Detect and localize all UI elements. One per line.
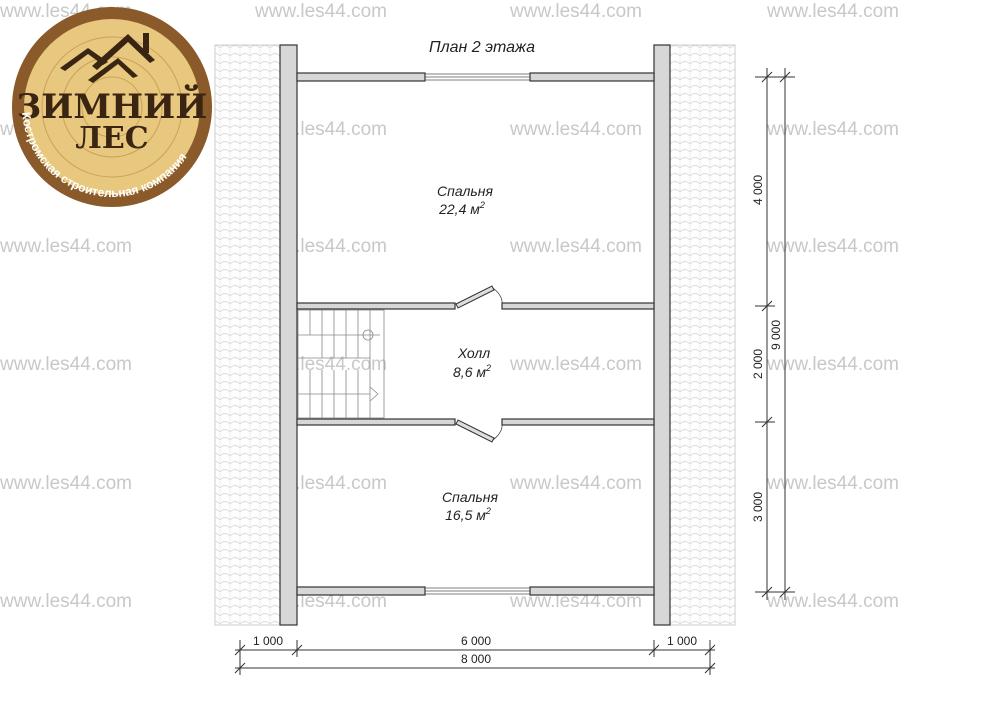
doors	[455, 285, 503, 443]
watermark-text: www.les44.com	[0, 591, 132, 612]
svg-text:1 000: 1 000	[667, 634, 697, 648]
watermark-text: www.les44.com	[766, 1, 899, 22]
watermark-text: www.les44.com	[509, 591, 642, 612]
room-bedroom-1: Спальня 22,4 м2	[437, 183, 493, 217]
watermark-text: www.les44.com	[766, 591, 899, 612]
watermark-text: www.les44.com	[509, 473, 642, 494]
room-hall: Холл 8,6 м2	[453, 345, 491, 380]
watermark-text: www.les44.com	[0, 236, 132, 257]
svg-text:16,5 м2: 16,5 м2	[445, 506, 491, 523]
room-name: Спальня	[442, 489, 498, 505]
watermark-text: www.les44.com	[766, 236, 899, 257]
plan-title: План 2 этажа	[429, 39, 535, 56]
watermark-text: www.les44.com	[509, 1, 642, 22]
watermark-text: www.les44.com	[0, 473, 132, 494]
svg-text:3 000: 3 000	[751, 492, 765, 522]
svg-text:ЗИМНИЙ: ЗИМНИЙ	[17, 84, 208, 127]
svg-text:6 000: 6 000	[461, 634, 491, 648]
dimension-labels: 4 000 2 000 3 000 9 000 1 000 6 000 1 00…	[253, 175, 783, 666]
watermark-text: www.les44.com	[0, 354, 132, 375]
svg-text:9 000: 9 000	[769, 320, 783, 350]
company-logo: ЗИМНИЙ ЛЕС Костромская строительная комп…	[12, 7, 212, 207]
svg-text:22,4 м2: 22,4 м2	[438, 200, 485, 217]
svg-text:8,6 м2: 8,6 м2	[453, 363, 491, 380]
room-name: Спальня	[437, 183, 493, 199]
room-name: Холл	[457, 345, 490, 361]
watermark-text: www.les44.com	[509, 119, 642, 140]
watermark-text: www.les44.com	[766, 354, 899, 375]
right-roof-strip	[669, 44, 736, 626]
watermark-text: www.les44.com	[509, 236, 642, 257]
room-bedroom-2: Спальня 16,5 м2	[442, 489, 498, 523]
left-roof-strip	[214, 44, 281, 626]
room-area: 16,5 м	[445, 507, 486, 523]
watermark-text: www.les44.com	[766, 119, 899, 140]
dimension-lines	[234, 68, 795, 675]
watermark-text: www.les44.com	[766, 473, 899, 494]
svg-text:2 000: 2 000	[751, 349, 765, 379]
windows	[425, 73, 530, 595]
svg-text:ЛЕС: ЛЕС	[75, 121, 148, 156]
svg-text:4 000: 4 000	[751, 175, 765, 205]
svg-text:8 000: 8 000	[461, 652, 491, 666]
walls	[279, 44, 671, 626]
staircase	[297, 309, 385, 419]
room-area: 22,4 м	[438, 201, 480, 217]
watermark-text: www.les44.com	[509, 354, 642, 375]
watermark-text: www.les44.com	[254, 1, 387, 22]
svg-text:1 000: 1 000	[253, 634, 283, 648]
room-area: 8,6 м	[453, 364, 486, 380]
